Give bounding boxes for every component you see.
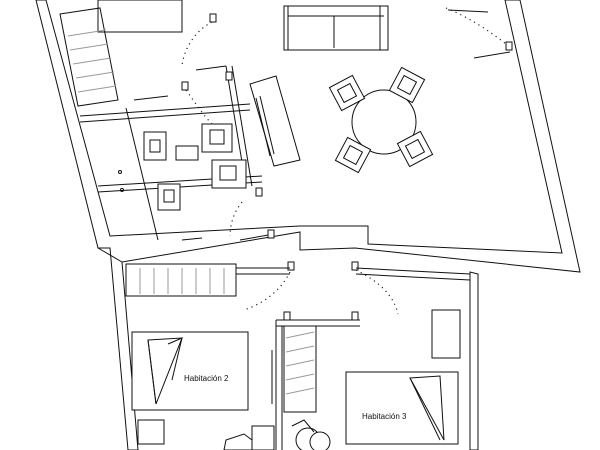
sofa: [283, 5, 389, 51]
door-swings: [181, 7, 513, 321]
bathroom-fixtures: [118, 123, 247, 211]
chair: [334, 136, 372, 174]
bedroom-3-furniture: [345, 309, 461, 445]
bedroom-2-furniture: [131, 331, 249, 445]
chair: [388, 66, 426, 104]
dining-table: [328, 66, 434, 174]
chair: [396, 130, 434, 168]
lower-partitions: [125, 263, 471, 450]
room-label-habitacion-2: Habitación 2: [184, 374, 229, 383]
room-label-habitacion-3: Habitación 3: [362, 412, 407, 421]
chair: [328, 74, 366, 112]
exterior-walls: [35, 0, 581, 450]
kitchen-counter: [249, 75, 301, 167]
bottom-fixtures: [223, 419, 331, 450]
upper-left-partitions: [59, 0, 263, 241]
